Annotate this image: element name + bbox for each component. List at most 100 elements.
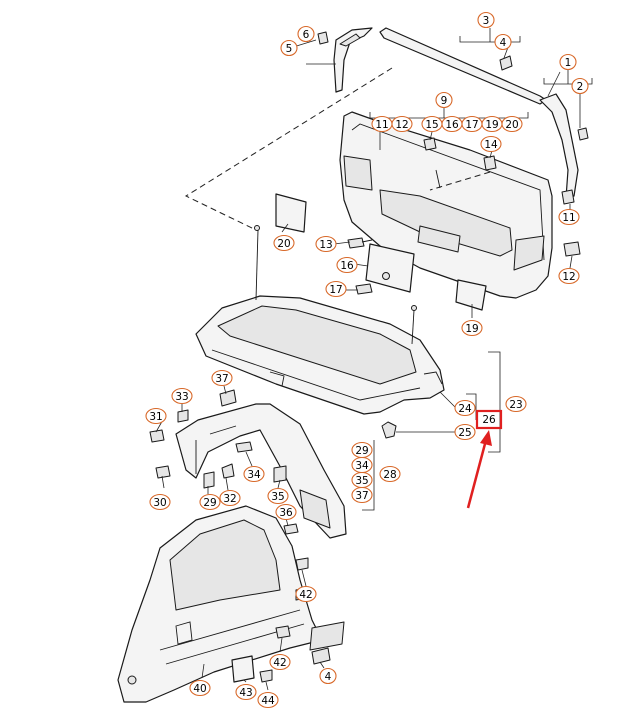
callout-number: 11 (375, 119, 388, 131)
callout-number: 42 (273, 657, 286, 669)
callout-bubble (379, 465, 401, 483)
callout-number: 43 (239, 687, 252, 699)
callout-number: 11 (562, 212, 575, 224)
callout-c4: 4 (494, 33, 512, 51)
callout-bubble (275, 503, 297, 521)
bracket-small-parts (149, 389, 299, 535)
callout-bubble (435, 91, 453, 109)
callout-c35: 35 (267, 487, 289, 505)
callout-number: 42 (299, 589, 312, 601)
callout-c16: 16 (336, 256, 358, 274)
callout-c42a: 42 (295, 585, 317, 603)
callout-bubble (505, 395, 527, 413)
callout-number: 23 (509, 399, 522, 411)
callout-c44: 44 (257, 691, 279, 709)
side-trim-bracket (175, 403, 347, 539)
callout-c40: 40 (189, 679, 211, 697)
callout-c20a: 20 (501, 115, 523, 133)
callout-bubble (280, 39, 298, 57)
cap-19 (455, 279, 487, 311)
callout-c29: 29 (199, 493, 221, 511)
callout-number: 5 (286, 43, 293, 55)
callout-c2: 2 (571, 77, 589, 95)
callout-number: 19 (465, 323, 478, 335)
lower-small-parts (231, 557, 345, 683)
callout-bubble (211, 369, 233, 387)
upper-trim-strip-right (539, 93, 579, 199)
callout-c25: 25 (454, 423, 476, 441)
callout-bubble (235, 683, 257, 701)
callout-bubble (558, 208, 580, 226)
callout-c30: 30 (149, 493, 171, 511)
callout-bubble (351, 486, 373, 504)
grip-cover-16 (365, 243, 415, 293)
callout-c37b: 37 (351, 486, 373, 504)
callout-number: 17 (329, 284, 342, 296)
callout-c33: 33 (171, 387, 193, 405)
callout-c34b: 34 (351, 456, 373, 474)
callout-c14: 14 (480, 135, 502, 153)
callout-c9: 9 (435, 91, 453, 109)
highlight-arrow (466, 430, 492, 509)
callout-number: 4 (325, 671, 332, 683)
callout-bubble (267, 487, 289, 505)
callout-c17: 17 (325, 280, 347, 298)
callout-c35b: 35 (351, 471, 373, 489)
callout-bubble (461, 319, 483, 337)
callout-bubble (501, 115, 523, 133)
callout-bubble (558, 267, 580, 285)
callout-c37a: 37 (211, 369, 233, 387)
callout-number: 37 (215, 373, 228, 385)
callout-number: 12 (395, 119, 408, 131)
callout-bubble (454, 399, 476, 417)
callout-c19: 19 (461, 319, 483, 337)
callout-bubble (149, 493, 171, 511)
callout-number: 20 (277, 238, 290, 250)
callout-c12: 12 (558, 267, 580, 285)
callout-bubble (559, 53, 577, 71)
upper-trim-strip-left (333, 27, 373, 93)
callout-number: 3 (483, 15, 490, 27)
callout-c26: 26 (482, 414, 496, 426)
callout-c19a: 19 (481, 115, 503, 133)
callout-c6: 6 (297, 25, 315, 43)
callout-number: 14 (484, 139, 498, 151)
callout-c16a: 16 (441, 115, 463, 133)
callout-number: 26 (482, 414, 496, 426)
callout-bubble (257, 691, 279, 709)
callout-bubble (454, 423, 476, 441)
callout-c5: 5 (280, 39, 298, 57)
callout-c28: 28 (379, 465, 401, 483)
callout-number: 36 (279, 507, 293, 519)
callout-bubble (480, 135, 502, 153)
callout-bubble (297, 25, 315, 43)
upper-trim-strip-center (379, 27, 547, 105)
callout-number: 16 (340, 260, 354, 272)
callout-bubble (189, 679, 211, 697)
callout-c11a: 11 (371, 115, 393, 133)
callout-number: 25 (458, 427, 471, 439)
callout-number: 34 (355, 460, 369, 472)
callout-c34: 34 (243, 465, 265, 483)
callout-bubble (145, 407, 167, 425)
callout-c1: 1 (559, 53, 577, 71)
callout-bubble (494, 33, 512, 51)
callout-number: 2 (577, 81, 584, 93)
callout-bubble (571, 77, 589, 95)
callout-number: 40 (193, 683, 206, 695)
callout-c4b: 4 (319, 667, 337, 685)
callout-bubble (243, 465, 265, 483)
highlight-box (475, 409, 503, 430)
callout-number: 44 (261, 695, 275, 707)
callout-c24: 24 (454, 399, 476, 417)
callout-bubble (171, 387, 193, 405)
callout-c36: 36 (275, 503, 297, 521)
callout-number: 34 (247, 469, 261, 481)
callout-c12a: 12 (391, 115, 413, 133)
callout-number: 35 (271, 491, 284, 503)
callout-c17a: 17 (461, 115, 483, 133)
clip-parts-top (317, 31, 589, 141)
callout-number: 24 (458, 403, 472, 415)
